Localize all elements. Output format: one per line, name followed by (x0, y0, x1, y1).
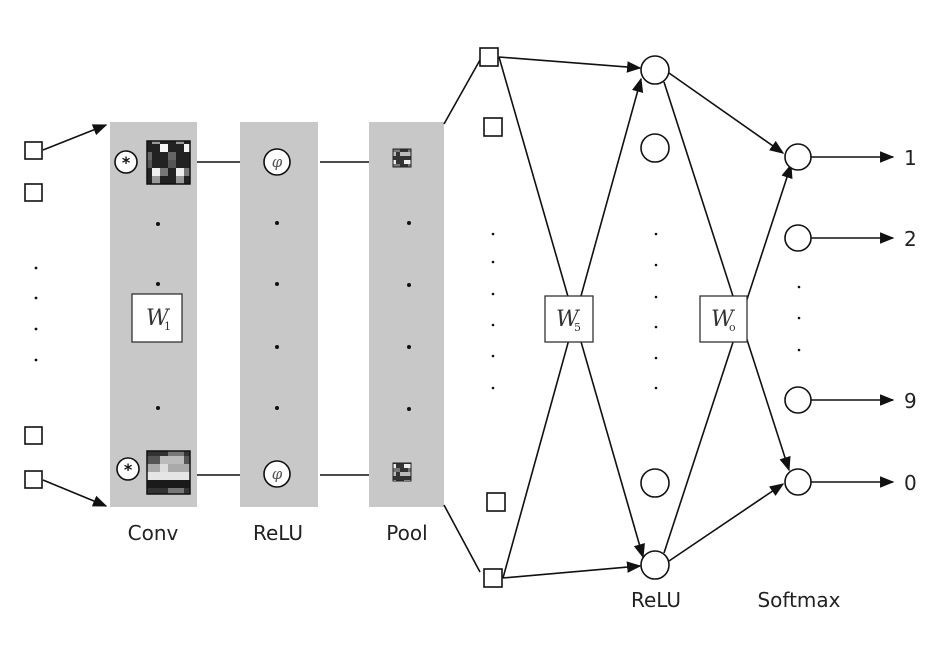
ellipsis-dot (407, 407, 411, 411)
input-node (24, 470, 43, 489)
ellipsis-dot (275, 345, 279, 349)
ellipsis-dot (34, 327, 38, 331)
softmax-node (784, 224, 812, 252)
output-connection (663, 81, 791, 472)
input-node (24, 141, 43, 160)
input-node (24, 183, 43, 202)
dense-connection (502, 561, 642, 579)
ellipsis-dot (275, 221, 279, 225)
ellipsis-dot (654, 386, 658, 390)
weight-label-w5: W (556, 307, 581, 332)
layer-label-pool: Pool (386, 521, 427, 545)
pool-band (369, 122, 444, 507)
layer-label-softmax: Softmax (757, 588, 840, 612)
conv-layer: * W 1 * Conv (110, 122, 197, 545)
output-connection (663, 163, 793, 554)
input-node (24, 426, 43, 445)
ellipsis-dot (654, 356, 658, 360)
ellipsis-dot (34, 266, 38, 270)
weight-label-wo: W (711, 307, 736, 332)
dense-connection (498, 56, 642, 73)
activation-node (263, 460, 291, 488)
hidden-node (640, 133, 670, 163)
convolution-operator (116, 457, 140, 481)
hidden-node (640, 55, 670, 85)
ellipsis-dot (797, 285, 801, 289)
input-layer (24, 124, 108, 507)
ellipsis-dot (156, 406, 160, 410)
weight-box-wo (699, 295, 748, 343)
hidden-relu-layer: ReLU (631, 55, 681, 612)
ellipsis-dot (156, 222, 160, 226)
weight-box-w1 (131, 293, 183, 343)
relu-layer: φ φ ReLU (240, 122, 318, 545)
weight-subscript-w5: 5 (574, 321, 581, 334)
hidden-node (640, 550, 670, 580)
flattened-node (483, 117, 503, 137)
ellipsis-dot (654, 295, 658, 299)
feature-map-image (146, 450, 191, 495)
layer-label-relu: ReLU (253, 521, 303, 545)
layer-label-relu-hidden: ReLU (631, 588, 681, 612)
ellipsis-dot (407, 283, 411, 287)
ellipsis-dot (34, 296, 38, 300)
convolution-symbol: * (122, 153, 131, 172)
pool-layer: Pool (369, 122, 444, 545)
ellipsis-dot (654, 325, 658, 329)
relu-band (240, 122, 318, 507)
output-class-label: 9 (904, 389, 917, 413)
convolution-operator (114, 150, 138, 174)
weight-subscript-wo: o (729, 321, 736, 334)
ellipsis-dot (797, 316, 801, 320)
flattened-node (479, 47, 499, 67)
flattened-node (483, 568, 503, 588)
layer-label-conv: Conv (128, 521, 179, 545)
hidden-node (640, 468, 670, 498)
ellipsis-dot (797, 348, 801, 352)
pooled-feature-map (392, 148, 412, 168)
output-class-label: 0 (904, 471, 917, 495)
ellipsis-dot (491, 232, 495, 236)
output-connection (668, 483, 785, 562)
flattened-node (486, 492, 506, 512)
ellipsis-dot (491, 260, 495, 264)
softmax-node (784, 143, 812, 171)
input-arrow (42, 124, 108, 151)
softmax-layer: Softmax (757, 143, 841, 612)
ellipsis-dot (491, 323, 495, 327)
ellipsis-dot (34, 358, 38, 362)
activation-symbol: φ (272, 465, 283, 483)
feature-map-image (146, 140, 191, 185)
ellipsis-dot (275, 282, 279, 286)
ellipsis-dot (654, 232, 658, 236)
output-class-label: 2 (904, 227, 917, 251)
ellipsis-dot (275, 406, 279, 410)
convolution-symbol: * (124, 460, 133, 479)
flattened-layer (479, 47, 506, 588)
ellipsis-dot (156, 282, 160, 286)
softmax-node (784, 386, 812, 414)
weight-label-w1: W (146, 306, 171, 331)
weight-box-w5 (544, 295, 594, 343)
weight-subscript-w1: 1 (164, 320, 171, 333)
ellipsis-dot (491, 386, 495, 390)
flatten-connection (443, 59, 481, 125)
ellipsis-dot (491, 354, 495, 358)
pooled-feature-map (392, 462, 412, 482)
ellipsis-dot (407, 345, 411, 349)
output-class-label: 1 (904, 146, 917, 170)
ellipsis-dot (407, 221, 411, 225)
output-connection (668, 72, 785, 154)
ellipsis-dot (491, 292, 495, 296)
input-arrow (42, 479, 108, 507)
activation-symbol: φ (272, 153, 283, 171)
output-labels: 1 2 9 0 (811, 146, 917, 495)
flatten-connection (443, 504, 481, 573)
softmax-node (784, 468, 812, 496)
activation-node (263, 148, 291, 176)
ellipsis-dot (654, 263, 658, 267)
